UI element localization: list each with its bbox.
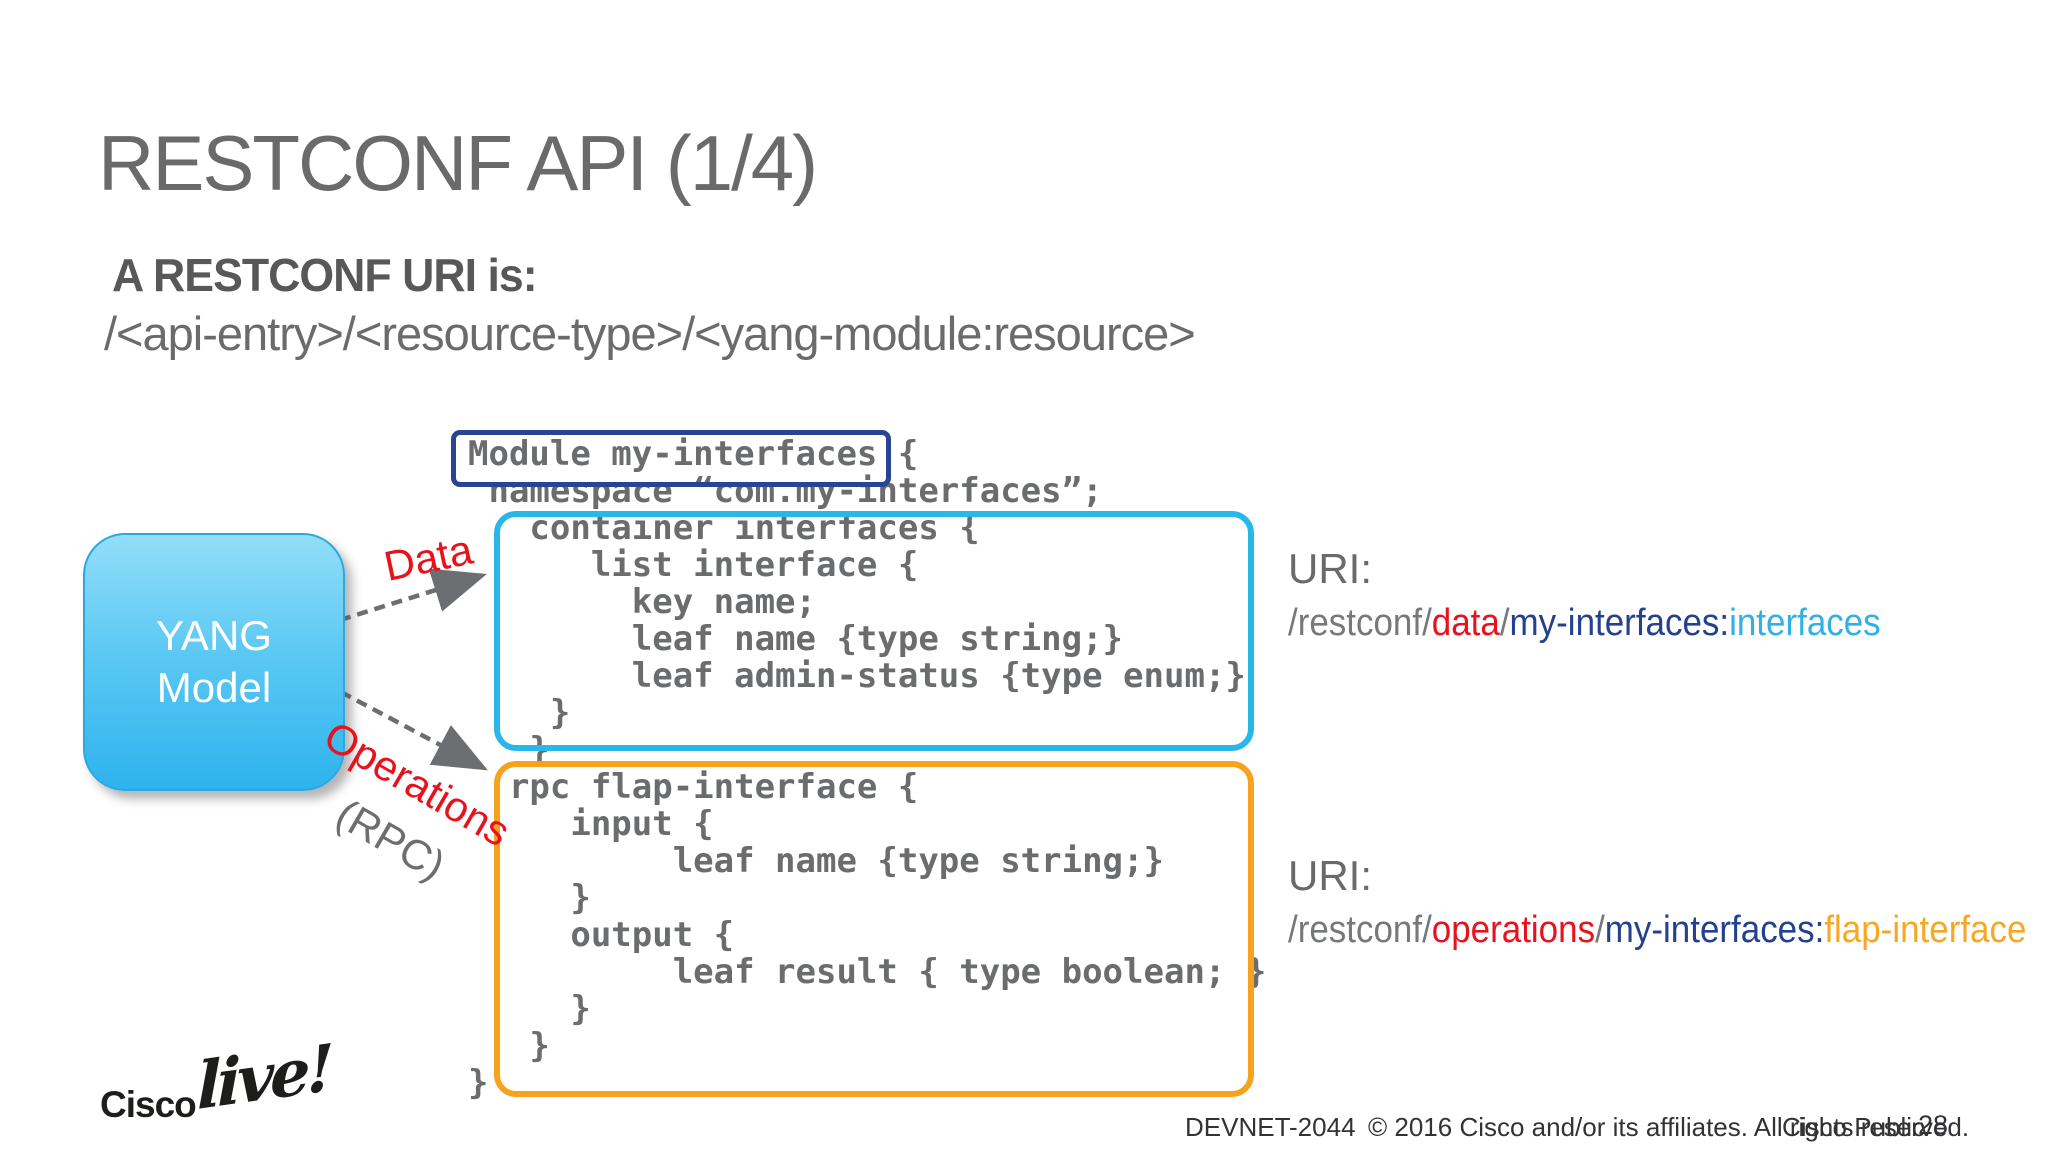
cisco-logo-text: Cisco (100, 1084, 197, 1125)
uri-segment: interfaces (1729, 602, 1881, 644)
uri-segment: flap-interface (1824, 909, 2027, 951)
code-line: } (468, 730, 550, 770)
section-heading: A RESTCONF URI is: (112, 249, 538, 301)
page-title: RESTCONF API (1/4) (98, 119, 818, 207)
data-arrow (339, 568, 487, 623)
code-line: rpc flap-interface { (468, 767, 919, 807)
yang-model-line1: YANG (156, 612, 272, 659)
uri-segment: operations (1431, 909, 1596, 951)
uri-pattern-text: /<api-entry>/<resource-type>/<yang-modul… (104, 307, 1196, 360)
code-line: } (468, 693, 571, 733)
uri-segment: my-interfaces: (1509, 602, 1730, 644)
session-id: DEVNET-2044 (1185, 1112, 1356, 1142)
uri-segment: /restconf/ (1288, 602, 1432, 644)
yang-module-code: Module my-interfaces { namespace “com.my… (468, 436, 1266, 1102)
code-line: namespace “com.my-interfaces”; (468, 471, 1103, 511)
uri-segment: / (1499, 602, 1510, 644)
code-line: } (468, 878, 591, 918)
uri1-label: URI: (1288, 545, 1372, 592)
yang-model-node: YANG Model (83, 533, 345, 791)
code-line: } (468, 1026, 550, 1066)
code-line: list interface { (468, 545, 919, 585)
code-line: } (468, 989, 591, 1029)
code-line: input { (468, 804, 714, 844)
uri-segment: /restconf/ (1288, 909, 1432, 951)
uri2-label: URI: (1288, 852, 1372, 899)
code-line: container interfaces { (468, 508, 980, 548)
cisco-live-logo: Ciscolive! (100, 1031, 331, 1133)
uri2-value: /restconf/operations/my-interfaces:flap-… (1288, 907, 2042, 954)
code-line: leaf name {type string;} (468, 841, 1164, 881)
code-line: leaf name {type string;} (468, 619, 1124, 659)
yang-model-line2: Model (156, 664, 272, 711)
operations-arrow (339, 690, 488, 771)
page-number: 28 (1918, 1110, 1949, 1140)
code-line: output { (468, 915, 735, 955)
code-line: } (468, 1063, 489, 1103)
uri-segment: my-interfaces: (1604, 909, 1825, 951)
code-line: Module my-interfaces { (468, 434, 919, 474)
uri-segment: / (1595, 909, 1605, 951)
uri-segment: data (1431, 602, 1500, 644)
classification-label: Cisco Public (1782, 1112, 1926, 1142)
copyright-notice: © 2016 Cisco and/or its affiliates. All … (1368, 1112, 1970, 1142)
code-line: leaf admin-status {type enum;} (468, 656, 1246, 696)
code-line: key name; (468, 582, 816, 622)
code-line: leaf result { type boolean; } (468, 952, 1267, 992)
uri1-value: /restconf/data/my-interfaces:interfaces (1288, 600, 2042, 647)
